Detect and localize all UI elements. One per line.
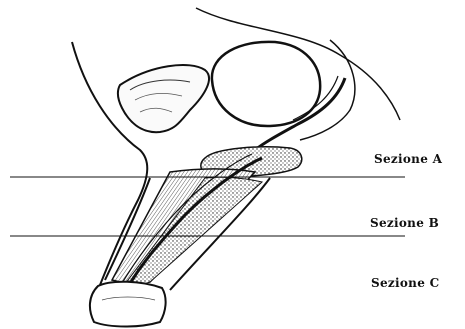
section-c-label: Sezione C <box>371 276 439 290</box>
pubic-bone <box>118 65 209 132</box>
section-b-label: Sezione B <box>370 216 439 230</box>
glans <box>90 282 166 327</box>
bladder <box>212 42 320 126</box>
section-a-label: Sezione A <box>374 152 442 166</box>
